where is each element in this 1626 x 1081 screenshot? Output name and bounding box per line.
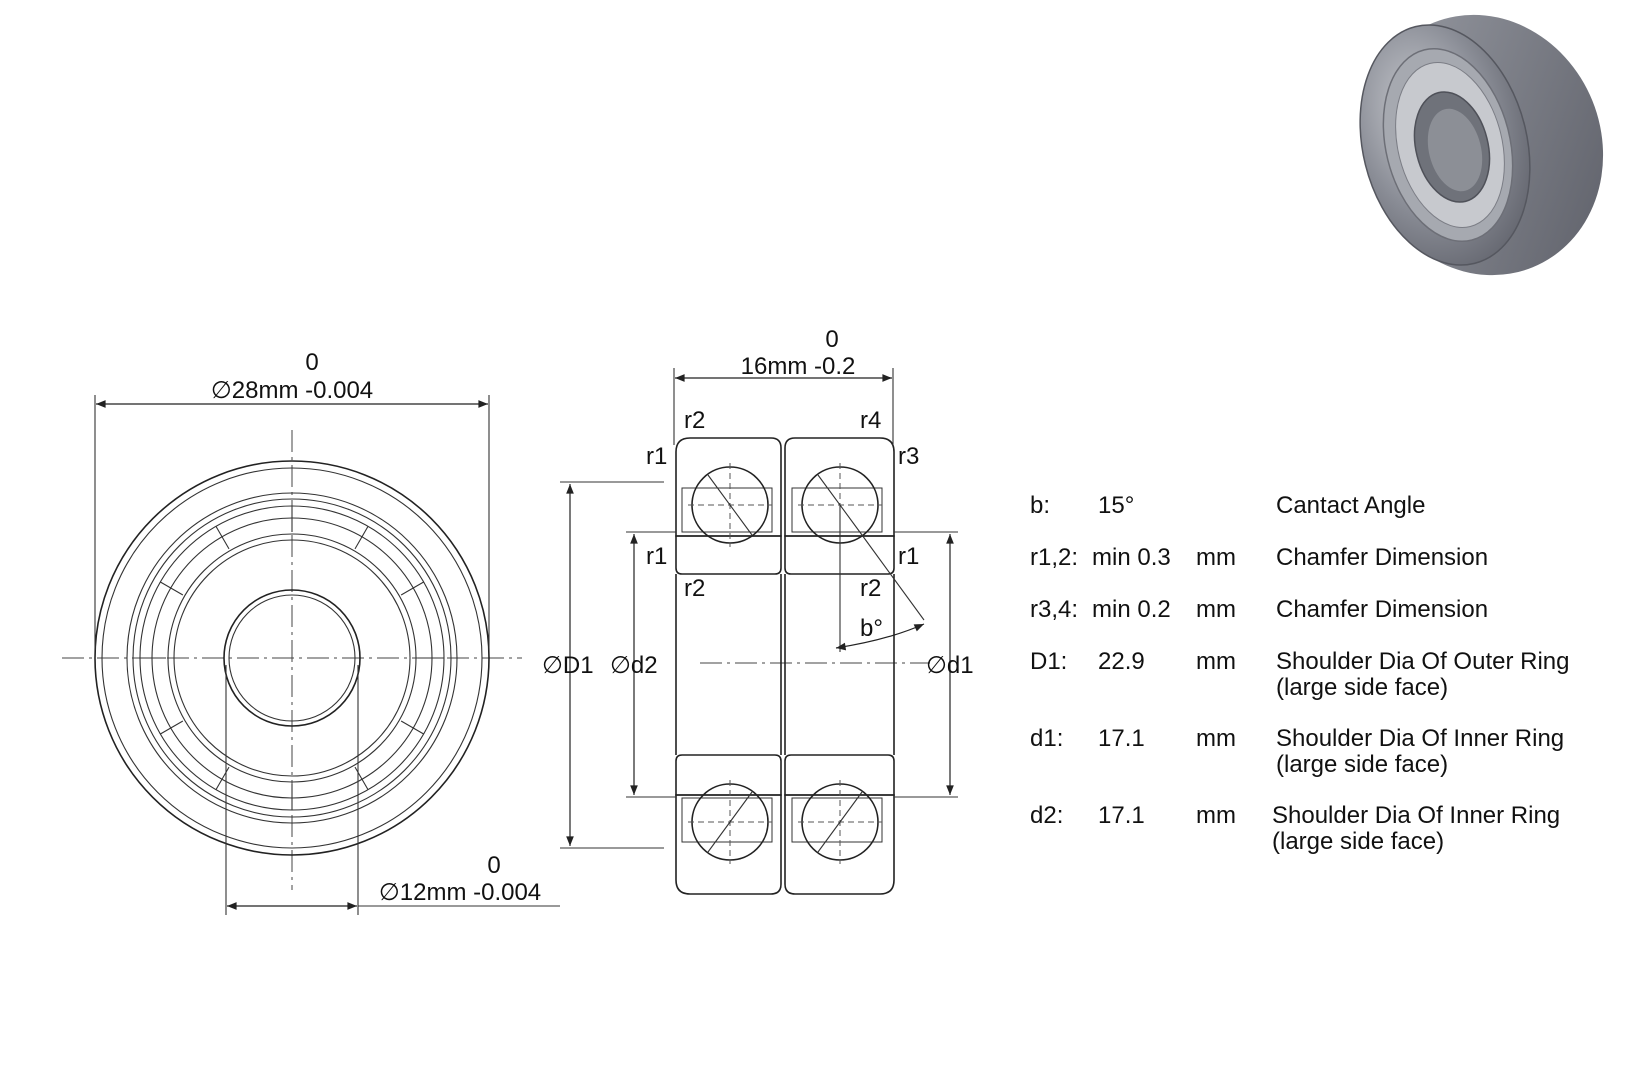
spec-symbol: D1: — [1030, 648, 1067, 675]
label-r1-right: r1 — [898, 543, 919, 570]
contact-line — [817, 791, 863, 853]
outer-dia-tol-upper: 0 — [305, 349, 318, 376]
cage-pocket-divider — [400, 581, 424, 596]
inner-ring-section-bottom-left — [675, 754, 782, 796]
label-r2-left: r2 — [684, 575, 705, 602]
inner-ring-section-top-right — [784, 535, 895, 575]
cage-pocket-divider — [160, 581, 184, 596]
spec-value: 15° — [1098, 492, 1134, 519]
outer-ring-section-top-left — [675, 437, 782, 537]
spec-unit: mm — [1196, 802, 1236, 829]
cage-pocket-bottom-left — [681, 797, 773, 843]
label-b: b° — [860, 615, 883, 642]
cage-pocket-divider — [215, 766, 230, 790]
spec-description-sub: (large side face) — [1276, 674, 1448, 701]
spec-description: Shoulder Dia Of Outer Ring — [1276, 648, 1569, 675]
outer-ring-chamfer — [101, 467, 483, 849]
cage-pocket-divider — [400, 720, 424, 735]
bore-dia-tol-upper: 0 — [487, 852, 500, 879]
spec-value: min 0.2 — [1092, 596, 1171, 623]
label-r1-left: r1 — [646, 543, 667, 570]
inner-ring-section-bottom-right — [784, 754, 895, 796]
spec-value: 17.1 — [1098, 802, 1145, 829]
width-tol-upper: 0 — [825, 326, 838, 353]
front-view: 0 ∅28mm -0.004 0 ∅12mm -0.004 — [62, 349, 560, 915]
outer-ring-section-bottom-right — [784, 794, 895, 895]
label-r1-top: r1 — [646, 443, 667, 470]
bearing-3d-illustration — [1359, 14, 1604, 276]
spec-value: min 0.3 — [1092, 544, 1171, 571]
cage-pocket-divider — [354, 526, 369, 550]
cage-pocket-divider — [160, 720, 184, 735]
angle-arc — [835, 623, 925, 651]
bore-dia-label: ∅12mm -0.004 — [379, 879, 541, 906]
label-r4: r4 — [860, 407, 881, 434]
label-d2: ∅d2 — [610, 652, 658, 679]
section-view: 0 16mm -0.2 r2 r4 r1 r3 r1 r1 r2 r2 b° ∅… — [542, 326, 974, 895]
inner-ring-outer-edge — [173, 539, 411, 777]
label-d1: ∅d1 — [926, 652, 974, 679]
label-r2-top: r2 — [684, 407, 705, 434]
spec-symbol: b: — [1030, 492, 1050, 519]
spec-symbol: d1: — [1030, 725, 1063, 752]
spec-symbol: d2: — [1030, 802, 1063, 829]
spec-value: 17.1 — [1098, 725, 1145, 752]
outer-dia-label: ∅28mm -0.004 — [211, 377, 373, 404]
cage-pocket-divider — [354, 766, 369, 790]
spec-symbol: r3,4: — [1030, 596, 1078, 623]
outer-ring-edge — [94, 460, 490, 856]
label-r2-right: r2 — [860, 575, 881, 602]
bore-chamfer — [228, 594, 356, 722]
spec-unit: mm — [1196, 596, 1236, 623]
label-D1: ∅D1 — [542, 652, 594, 679]
spec-symbol: r1,2: — [1030, 544, 1078, 571]
contact-line — [707, 791, 753, 853]
cage-pocket-divider — [215, 526, 230, 550]
cage-pockets — [140, 506, 444, 810]
contact-line — [707, 474, 753, 536]
spec-unit: mm — [1196, 725, 1236, 752]
cage-pocket-top-right — [791, 487, 883, 533]
spec-description: Chamfer Dimension — [1276, 596, 1488, 623]
bore-edge — [223, 589, 361, 727]
spec-description: Chamfer Dimension — [1276, 544, 1488, 571]
label-r3: r3 — [898, 443, 919, 470]
spec-description: Cantact Angle — [1276, 492, 1425, 519]
outer-ring-section-top-right — [784, 437, 895, 537]
spec-description-sub: (large side face) — [1276, 751, 1448, 778]
spec-description: Shoulder Dia Of Inner Ring — [1276, 725, 1564, 752]
spec-value: 22.9 — [1098, 648, 1145, 675]
cage-pocket-bottom-right — [791, 797, 883, 843]
spec-unit: mm — [1196, 544, 1236, 571]
width-label: 16mm -0.2 — [741, 353, 856, 380]
inner-ring-section-top-left — [675, 535, 782, 575]
spec-unit: mm — [1196, 648, 1236, 675]
inner-ring-shoulder — [167, 533, 417, 783]
outer-ring-section-bottom-left — [675, 794, 782, 895]
spec-description: Shoulder Dia Of Inner Ring — [1272, 802, 1560, 829]
cage-pocket-top-left — [681, 487, 773, 533]
outer-ring-inner-edge — [132, 498, 452, 818]
angle-contact-line — [861, 534, 925, 621]
outer-ring-shoulder — [126, 492, 458, 824]
spec-description-sub: (large side face) — [1272, 828, 1444, 855]
